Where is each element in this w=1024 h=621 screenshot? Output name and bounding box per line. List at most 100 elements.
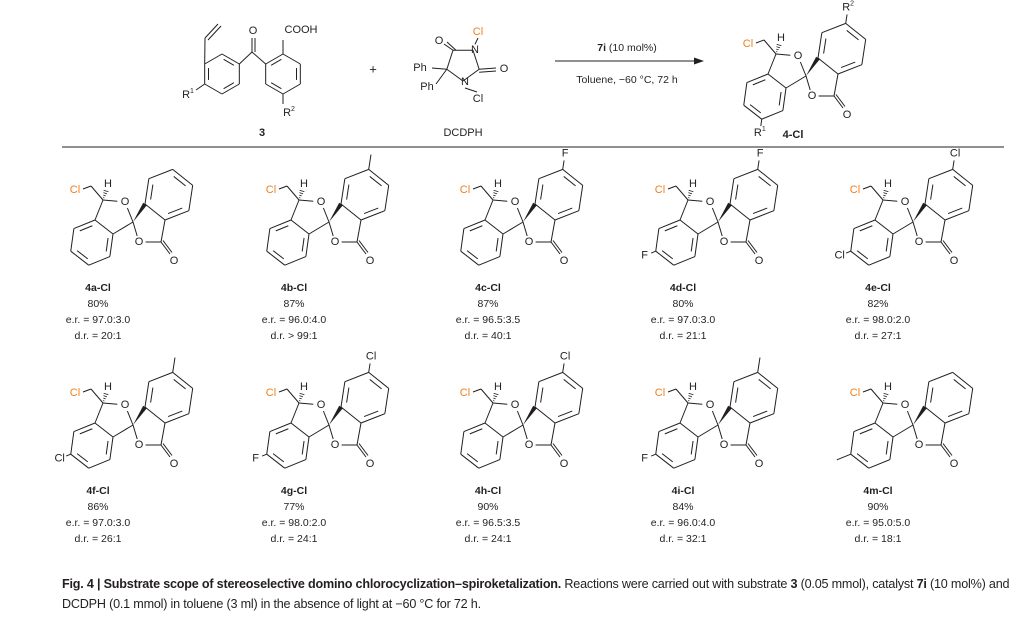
bond [661,250,674,260]
bond [446,68,464,82]
bond [82,185,92,190]
substituent-label: R2 [842,0,854,13]
bond [947,410,963,418]
oxygen-label: O [525,236,534,248]
bond [493,397,496,400]
compound-name: 4h-Cl [474,485,502,497]
bond [299,192,304,195]
bond [251,51,267,65]
bond [173,176,186,187]
bond [749,413,775,424]
bond [538,168,563,180]
compound-3-label: 3 [259,127,265,139]
wedge-bond [913,202,927,222]
bond [735,184,739,200]
bond [369,379,382,390]
bond [384,185,390,211]
bond [479,70,497,73]
bond [286,388,300,404]
bond [478,256,501,266]
bond [73,219,96,230]
bond [883,194,886,197]
catalyst-label: 7i (10 mol%) [597,42,657,54]
bond [275,428,289,435]
substituent-cl: Cl [950,147,960,159]
bond [266,228,271,252]
bond [883,392,889,396]
bond [752,410,768,418]
bond [655,250,675,266]
bond [460,250,480,266]
bond [540,184,544,200]
bond [344,371,369,383]
enantiomeric-ratio: e.r. = 96.5:3.5 [455,517,521,529]
bond [747,443,758,456]
bond [883,395,888,398]
wedge-bond [133,405,147,425]
oxygen-label: O [511,399,520,411]
substituent-cl: Cl [560,350,570,362]
hydrogen-label: H [300,381,308,393]
oxygen-label: O [135,236,144,248]
bond [305,233,310,257]
bond [472,50,480,70]
diastereomeric-ratio: d.r. = 26:1 [74,533,122,545]
bond [308,424,330,438]
oxygen-label: O [435,35,444,47]
bond [299,392,305,396]
bond [435,68,448,85]
enantiomeric-ratio: e.r. = 98.0:2.0 [261,517,327,529]
bond [752,79,766,86]
bond [757,357,761,373]
bond [356,219,362,243]
bond [688,395,693,398]
bond [924,381,930,408]
bond [940,444,951,458]
bond [930,184,934,200]
bond [492,199,508,202]
oxygen-label: O [794,50,803,62]
bond [103,395,108,398]
bond [694,233,699,257]
oxygen-label: O [901,196,910,208]
bond [466,250,479,260]
bond [290,422,310,438]
bond [655,431,660,455]
diastereomeric-ratio: d.r. = 24:1 [464,533,512,545]
bond [90,388,104,404]
bond [755,39,765,44]
oxygen-label: O [317,399,326,411]
diastereomeric-ratio: d.r. = 24:1 [270,533,318,545]
oxygen-label: O [843,109,852,121]
bond [859,428,873,435]
substituent-cl: Cl [834,250,844,262]
bond [144,381,150,408]
hydrogen-label: H [300,178,308,190]
bond [103,194,106,197]
bond [266,250,286,266]
bond [472,185,482,190]
dcdph-label: DCDPH [443,127,482,139]
oxygen-label: O [950,458,959,470]
bond [687,199,703,202]
bond [460,228,465,252]
bond [688,192,693,195]
diastereomeric-ratio: d.r. = 32:1 [659,533,707,545]
bond [578,185,584,211]
bond [322,410,330,426]
bond [557,207,573,215]
bond [717,221,723,237]
bond [836,453,851,461]
bond [892,221,914,235]
enantiomeric-ratio: e.r. = 98.0:2.0 [845,314,911,326]
bond [493,194,496,197]
bond [164,413,190,424]
caption-text: (0.05 mmol), catalyst [797,577,917,591]
